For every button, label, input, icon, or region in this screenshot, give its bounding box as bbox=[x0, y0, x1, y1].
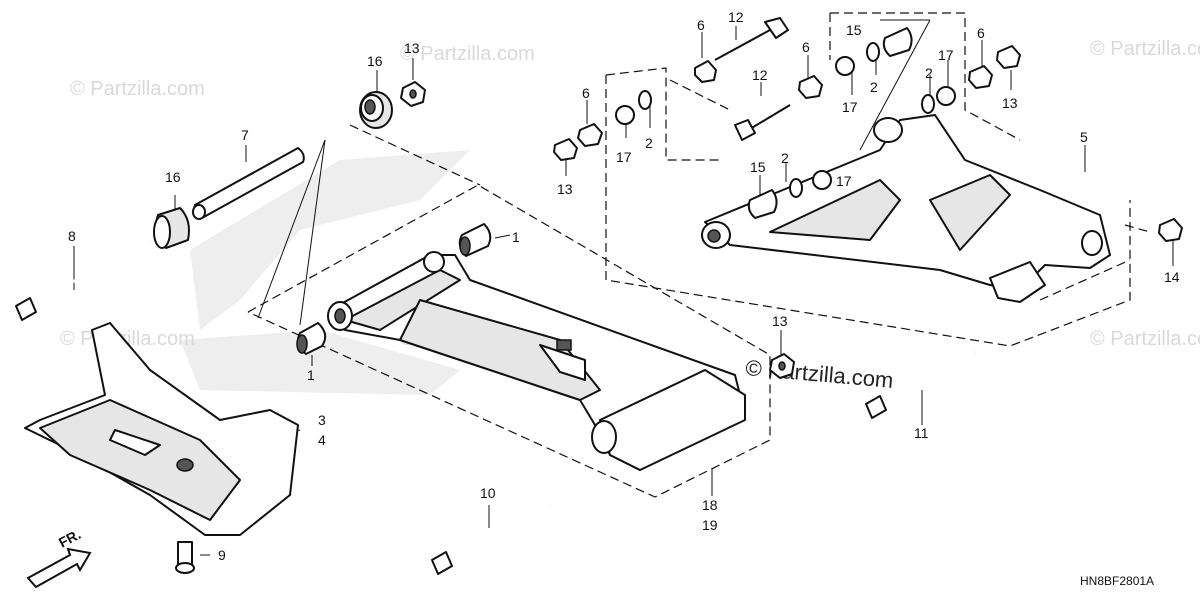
center-watermark: © Partzilla.com bbox=[745, 355, 895, 393]
skid-plate-bolt bbox=[175, 541, 195, 574]
nut-top bbox=[400, 81, 426, 107]
honda-wing-background bbox=[180, 150, 470, 395]
watermark: © Partzilla.com bbox=[1090, 328, 1200, 350]
callout-2: 2 bbox=[925, 65, 933, 81]
pivot-bolt-left bbox=[15, 238, 151, 321]
pivot-bolt-lower bbox=[431, 502, 551, 575]
callout-7: 7 bbox=[241, 127, 249, 143]
callout-17: 17 bbox=[938, 47, 954, 63]
callout-15: 15 bbox=[750, 159, 766, 175]
callout-13: 13 bbox=[772, 313, 788, 329]
callout-12: 12 bbox=[728, 9, 744, 25]
callout-18: 18 bbox=[702, 497, 718, 513]
arm-bolt-right bbox=[865, 350, 976, 419]
callout-2: 2 bbox=[870, 79, 878, 95]
bushing-upper bbox=[458, 223, 492, 257]
callout-3: 3 bbox=[318, 412, 326, 428]
bushing-lower bbox=[296, 322, 327, 355]
callout-2: 2 bbox=[781, 150, 789, 166]
watermark: © Partzilla.com bbox=[400, 43, 535, 65]
callout-6: 6 bbox=[802, 39, 810, 55]
callout-1: 1 bbox=[307, 367, 315, 383]
callout-17: 17 bbox=[842, 99, 858, 115]
direction-label: FR. bbox=[56, 526, 83, 551]
bolt-lower-12 bbox=[734, 104, 791, 141]
oil-seal-top bbox=[359, 91, 393, 129]
callout-10: 10 bbox=[480, 485, 496, 501]
callout-6: 6 bbox=[697, 17, 705, 33]
bolt-upper-12 bbox=[714, 17, 789, 61]
assembly-lines bbox=[247, 12, 1151, 498]
callout-15: 15 bbox=[846, 22, 862, 38]
skid-plate bbox=[24, 322, 299, 536]
callout-11: 11 bbox=[914, 425, 929, 441]
callout-8: 8 bbox=[68, 228, 76, 244]
callout-4: 4 bbox=[318, 432, 326, 448]
watermark: © Partzilla.com bbox=[1090, 38, 1200, 60]
callout-17: 17 bbox=[616, 149, 632, 165]
callout-1: 1 bbox=[512, 229, 520, 245]
callout-6: 6 bbox=[977, 25, 985, 41]
callout-2: 2 bbox=[645, 135, 653, 151]
washer-set-right bbox=[553, 27, 1183, 242]
callout-9: 9 bbox=[218, 547, 226, 563]
callout-16: 16 bbox=[165, 169, 181, 185]
dust-seal-left bbox=[153, 207, 190, 249]
callout-13: 13 bbox=[404, 40, 420, 56]
callout-12: 12 bbox=[752, 67, 768, 83]
callout-6: 6 bbox=[582, 85, 590, 101]
callout-5: 5 bbox=[1080, 129, 1088, 145]
callout-19: 19 bbox=[702, 517, 718, 533]
front-direction-arrow: FR. bbox=[26, 526, 92, 589]
callout-numbers: 1 1 2 2 2 2 3 4 5 6 6 6 6 7 8 9 10 11 12… bbox=[68, 9, 1180, 563]
nut-center bbox=[769, 353, 795, 379]
callout-14: 14 bbox=[1164, 269, 1180, 285]
swing-arm-assembly bbox=[327, 251, 746, 471]
diagram-code: HN8BF2801A bbox=[1080, 574, 1154, 588]
callout-13: 13 bbox=[1002, 95, 1018, 111]
callout-16: 16 bbox=[367, 53, 383, 69]
watermark: © Partzilla.com bbox=[70, 78, 205, 100]
callout-17: 17 bbox=[836, 173, 852, 189]
callout-13: 13 bbox=[557, 181, 573, 197]
pivot-collar-tube bbox=[192, 147, 305, 220]
lower-arm-assembly bbox=[701, 114, 1111, 303]
